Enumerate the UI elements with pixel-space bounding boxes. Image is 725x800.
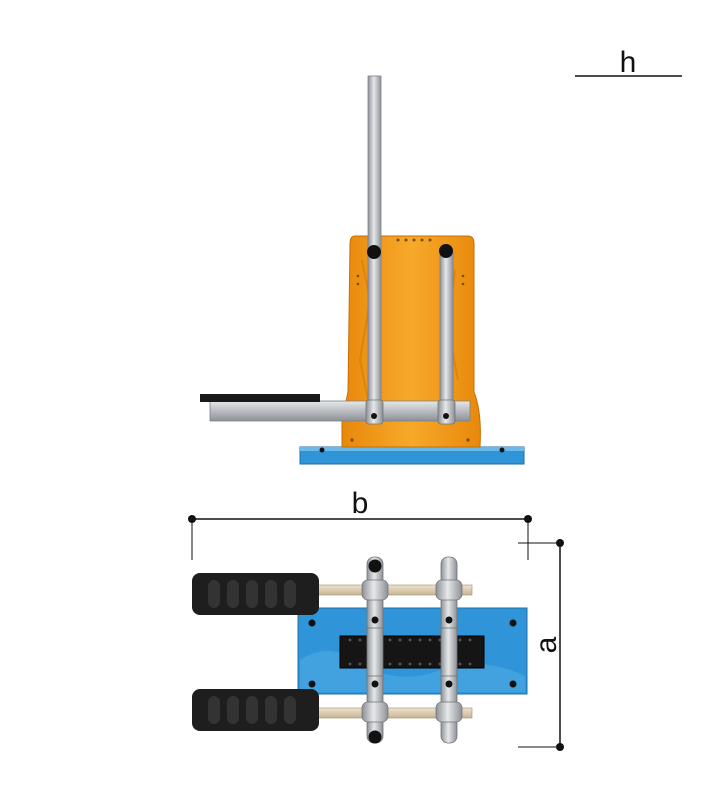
footrest-pad-front [200,394,320,402]
footrest-lower [192,689,319,731]
support-pole [439,251,454,418]
height-dimension: h [575,46,682,79]
pivot-bolt-left [367,245,381,259]
depth-dimension: a [518,539,564,751]
depth-label: a [530,636,563,653]
rod-cap-top [368,559,382,573]
footrest-upper [192,573,319,615]
pivot-bolt-right [439,244,453,258]
body-holes [350,238,470,442]
height-label: h [620,46,637,79]
width-label: b [352,487,369,520]
foot-bar [209,400,471,422]
rod-cap-bottom [368,730,382,744]
top-view [192,556,528,744]
width-dimension: b [188,487,532,560]
front-view [200,75,525,465]
body-footprint [339,635,485,669]
